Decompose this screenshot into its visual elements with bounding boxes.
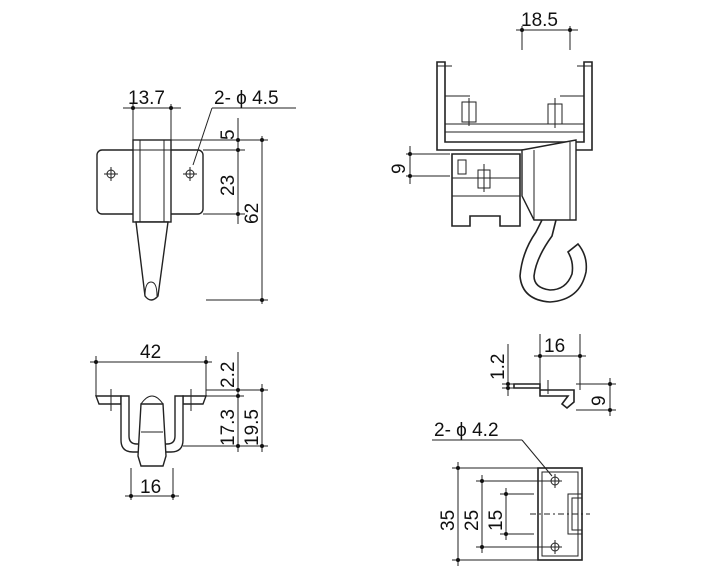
front-view: 13.7 2- ϕ 4.5 5 23 62 <box>96 88 296 304</box>
profile-thickness-label: 1.2 <box>488 354 509 380</box>
front-dim-mid: 23 <box>218 175 239 196</box>
plate-dim-b: 25 <box>462 510 483 531</box>
bottom-view: 42 2.2 17.3 19.5 16 <box>90 342 268 500</box>
bottom-width-label: 42 <box>140 342 161 363</box>
bottom-dim-mid: 17.3 <box>218 409 239 446</box>
hook-stem <box>135 221 169 301</box>
side-top-label: 18.5 <box>521 10 558 31</box>
profile-width-label: 16 <box>544 336 565 357</box>
plate-view: 2- ϕ 4.2 35 25 15 <box>432 420 590 566</box>
profile-shape <box>513 383 575 410</box>
bottom-flange <box>94 395 122 405</box>
plate-hole-top <box>548 474 562 488</box>
hook-body <box>132 139 172 223</box>
bracket-hole-right <box>183 167 197 181</box>
bottom-dim-total: 19.5 <box>242 409 263 446</box>
front-dim-total: 62 <box>242 203 263 224</box>
front-width-label: 13.7 <box>128 88 165 109</box>
front-dim-top: 5 <box>218 129 239 140</box>
front-hole-label: 2- ϕ 4.5 <box>214 88 279 109</box>
bottom-bottom-label: 16 <box>140 477 161 498</box>
hanger-body <box>521 139 577 221</box>
bottom-hook-piece <box>137 403 167 467</box>
side-view: 18.5 9 <box>389 10 593 303</box>
carriage <box>451 153 521 227</box>
plate-dim-a: 35 <box>438 510 459 531</box>
plate-dim-c: 15 <box>486 510 507 531</box>
side-hook <box>519 219 588 303</box>
plate-hole-bottom <box>548 540 562 554</box>
rail-screw-left <box>461 98 477 126</box>
plate-hole-label: 2- ϕ 4.2 <box>434 420 499 441</box>
profile-height-label: 9 <box>589 395 610 406</box>
side-left-label: 9 <box>389 163 410 174</box>
bracket-hole-left <box>104 167 118 181</box>
bottom-dim-top: 2.2 <box>218 362 239 388</box>
bottom-u-body <box>120 395 184 453</box>
rail-screw-right <box>547 98 563 128</box>
carriage-screw <box>477 164 491 192</box>
profile-view: 1.2 16 9 <box>488 334 616 416</box>
rail-channel <box>436 61 593 151</box>
